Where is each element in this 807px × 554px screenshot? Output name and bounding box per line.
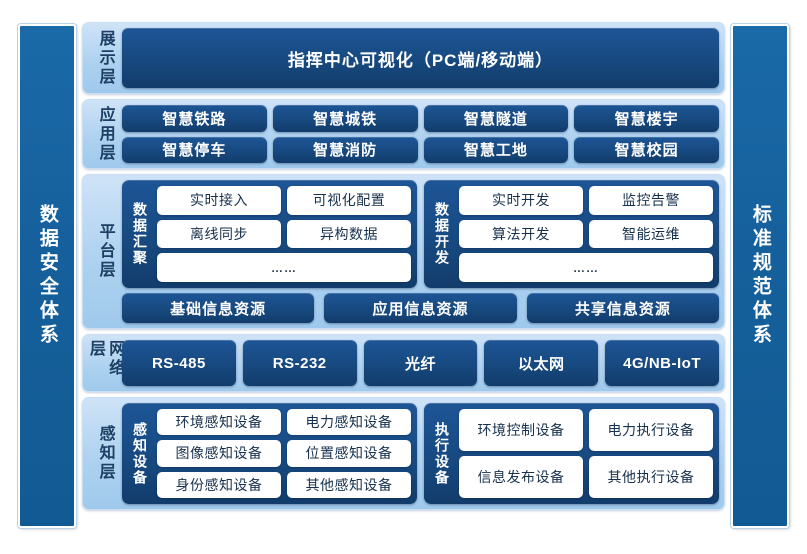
- resource-box-app[interactable]: 应用信息资源: [324, 293, 517, 323]
- app-box-smart-tunnel[interactable]: 智慧隧道: [423, 105, 569, 132]
- network-box-4g-nbiot[interactable]: 4G/NB-IoT: [605, 340, 719, 386]
- network-box-rs232[interactable]: RS-232: [242, 340, 357, 386]
- group-label-data-development: 数据开发: [434, 202, 451, 266]
- development-row-3: ……: [459, 253, 713, 283]
- platform-resources-row: 基础信息资源 应用信息资源 共享信息资源: [122, 293, 719, 323]
- aggregation-box-heterogeneous[interactable]: 异构数据: [287, 219, 411, 249]
- group-grid-data-aggregation: 实时接入 可视化配置 离线同步 异构数据 ……: [157, 186, 411, 283]
- perception-groups: 感知设备 环境感知设备 电力感知设备 图像感知设备 位置感知设备: [122, 403, 719, 504]
- sidebar-data-security: 数据安全体系: [18, 24, 76, 528]
- layer-label-network: 网络层: [87, 340, 124, 378]
- actuating-box-environment-control[interactable]: 环境控制设备: [459, 409, 583, 451]
- layer-body-display: 指挥中心可视化（PC端/移动端）: [122, 28, 719, 88]
- layer-body-network: RS-485 RS-232 光纤 以太网 4G/NB-IoT: [122, 340, 719, 386]
- aggregation-row-2: 离线同步 异构数据: [157, 219, 411, 249]
- group-grid-sensing-devices: 环境感知设备 电力感知设备 图像感知设备 位置感知设备 身份感知设备 其他感知设…: [157, 409, 411, 498]
- development-row-2: 算法开发 智能运维: [459, 219, 713, 249]
- layer-label-perception: 感知层: [96, 425, 114, 482]
- actuating-box-power[interactable]: 电力执行设备: [589, 409, 713, 451]
- sensing-box-position[interactable]: 位置感知设备: [287, 440, 411, 467]
- aggregation-box-visual-config[interactable]: 可视化配置: [287, 186, 411, 215]
- development-box-more[interactable]: ……: [459, 253, 713, 283]
- actuating-row-1: 环境控制设备 电力执行设备: [459, 409, 713, 451]
- layer-body-application: 智慧铁路 智慧城铁 智慧隧道 智慧楼宇 智慧停车 智慧消防 智慧工地 智慧校园: [122, 105, 719, 163]
- sensing-box-power[interactable]: 电力感知设备: [287, 409, 411, 436]
- layer-network: 网络层 RS-485 RS-232 光纤 以太网 4G/NB-IoT: [82, 334, 725, 392]
- resource-box-shared[interactable]: 共享信息资源: [526, 293, 719, 323]
- platform-groups: 数据汇聚 实时接入 可视化配置 离线同步 异构数据 ……: [122, 180, 719, 288]
- app-box-smart-building[interactable]: 智慧楼宇: [574, 105, 719, 132]
- sensing-box-other[interactable]: 其他感知设备: [287, 471, 411, 498]
- group-grid-data-development: 实时开发 监控告警 算法开发 智能运维 ……: [459, 186, 713, 283]
- app-box-smart-site[interactable]: 智慧工地: [423, 136, 569, 163]
- app-box-smart-railway[interactable]: 智慧铁路: [122, 105, 267, 132]
- sensing-box-image[interactable]: 图像感知设备: [157, 440, 281, 467]
- development-box-algorithm-dev[interactable]: 算法开发: [459, 219, 583, 249]
- group-actuating-devices: 执行设备 环境控制设备 电力执行设备 信息发布设备 其他执行设备: [424, 403, 719, 504]
- aggregation-box-realtime-access[interactable]: 实时接入: [157, 186, 281, 215]
- group-label-data-aggregation: 数据汇聚: [132, 202, 149, 266]
- group-data-aggregation: 数据汇聚 实时接入 可视化配置 离线同步 异构数据 ……: [122, 180, 417, 288]
- sidebar-standard-specification: 标准规范体系: [731, 24, 789, 528]
- aggregation-row-1: 实时接入 可视化配置: [157, 186, 411, 215]
- layer-display: 展示层 指挥中心可视化（PC端/移动端）: [82, 22, 725, 94]
- network-box-fiber[interactable]: 光纤: [363, 340, 478, 386]
- group-data-development: 数据开发 实时开发 监控告警 算法开发 智能运维 ……: [424, 180, 719, 288]
- display-command-center-box[interactable]: 指挥中心可视化（PC端/移动端）: [122, 28, 719, 88]
- layer-perception: 感知层 感知设备 环境感知设备 电力感知设备 图像感知设备: [82, 397, 725, 510]
- actuating-box-info-release[interactable]: 信息发布设备: [459, 456, 583, 498]
- app-box-smart-metro[interactable]: 智慧城铁: [272, 105, 418, 132]
- app-box-smart-fire[interactable]: 智慧消防: [272, 136, 418, 163]
- actuating-row-2: 信息发布设备 其他执行设备: [459, 456, 713, 498]
- layer-label-application: 应用层: [96, 105, 114, 163]
- development-row-1: 实时开发 监控告警: [459, 186, 713, 215]
- sensing-box-environment[interactable]: 环境感知设备: [157, 409, 281, 436]
- network-row: RS-485 RS-232 光纤 以太网 4G/NB-IoT: [122, 340, 719, 386]
- layer-label-platform: 平台层: [96, 223, 114, 280]
- application-row-2: 智慧停车 智慧消防 智慧工地 智慧校园: [122, 136, 719, 163]
- layer-label-display: 展示层: [96, 29, 114, 87]
- sensing-box-identity[interactable]: 身份感知设备: [157, 471, 281, 498]
- sensing-row-1: 环境感知设备 电力感知设备: [157, 409, 411, 436]
- network-box-rs485[interactable]: RS-485: [122, 340, 236, 386]
- actuating-box-other[interactable]: 其他执行设备: [589, 456, 713, 498]
- group-label-sensing-devices: 感知设备: [132, 421, 149, 486]
- sensing-row-3: 身份感知设备 其他感知设备: [157, 471, 411, 498]
- development-box-monitor-alarm[interactable]: 监控告警: [589, 186, 713, 215]
- group-label-actuating-devices: 执行设备: [434, 421, 451, 486]
- layer-platform: 平台层 数据汇聚 实时接入 可视化配置 离线同步 异: [82, 174, 725, 329]
- layer-application: 应用层 智慧铁路 智慧城铁 智慧隧道 智慧楼宇 智慧停车 智慧消防 智慧工地 智…: [82, 99, 725, 169]
- app-box-smart-parking[interactable]: 智慧停车: [122, 136, 267, 163]
- aggregation-box-offline-sync[interactable]: 离线同步: [157, 219, 281, 249]
- aggregation-box-more[interactable]: ……: [157, 253, 411, 283]
- resource-box-basic[interactable]: 基础信息资源: [122, 293, 315, 323]
- aggregation-row-3: ……: [157, 253, 411, 283]
- layer-body-platform: 数据汇聚 实时接入 可视化配置 离线同步 异构数据 ……: [122, 180, 719, 323]
- application-row-1: 智慧铁路 智慧城铁 智慧隧道 智慧楼宇: [122, 105, 719, 132]
- network-box-ethernet[interactable]: 以太网: [484, 340, 599, 386]
- layer-stack: 展示层 指挥中心可视化（PC端/移动端） 应用层 智慧铁路 智慧城铁 智慧隧道 …: [82, 22, 725, 530]
- app-box-smart-campus[interactable]: 智慧校园: [574, 136, 719, 163]
- sensing-row-2: 图像感知设备 位置感知设备: [157, 440, 411, 467]
- group-grid-actuating-devices: 环境控制设备 电力执行设备 信息发布设备 其他执行设备: [459, 409, 713, 498]
- development-box-smart-ops[interactable]: 智能运维: [589, 219, 713, 249]
- group-sensing-devices: 感知设备 环境感知设备 电力感知设备 图像感知设备 位置感知设备: [122, 403, 417, 504]
- layer-body-perception: 感知设备 环境感知设备 电力感知设备 图像感知设备 位置感知设备: [122, 403, 719, 504]
- development-box-realtime-dev[interactable]: 实时开发: [459, 186, 583, 215]
